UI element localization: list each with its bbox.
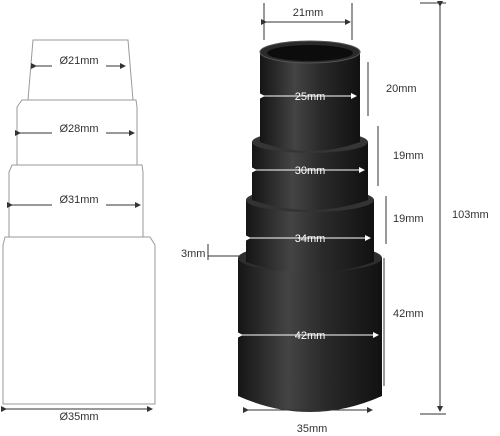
- label-top-width: 21mm: [293, 7, 324, 19]
- label-inner-34: 34mm: [295, 233, 326, 245]
- label-wall: 3mm: [181, 248, 205, 260]
- label-inner-25: 25mm: [295, 91, 326, 103]
- label-bottom-width: 35mm: [297, 423, 328, 435]
- left-labels: Ø21mm Ø28mm Ø31mm Ø35mm: [52, 54, 106, 424]
- label-d21: Ø21mm: [59, 55, 98, 67]
- label-d35: Ø35mm: [59, 411, 98, 423]
- label-step-19a: 19mm: [393, 150, 424, 162]
- label-inner-30: 30mm: [295, 165, 326, 177]
- outline-section-35: [2, 236, 156, 405]
- label-d31: Ø31mm: [59, 194, 98, 206]
- right-labels: 21mm 35mm 25mm 30mm 34mm 42mm 20mm 19mm …: [181, 7, 489, 435]
- label-inner-42: 42mm: [295, 330, 326, 342]
- inner-diameter-arrows: [237, 93, 379, 338]
- label-step-20: 20mm: [386, 83, 417, 95]
- left-outline-drawing: [2, 39, 156, 405]
- label-step-42: 42mm: [393, 308, 424, 320]
- label-step-19b: 19mm: [393, 213, 424, 225]
- label-d28: Ø28mm: [59, 123, 98, 135]
- outline-section-21: [27, 39, 134, 101]
- right-dimension-arrows: [207, 1, 446, 415]
- label-total-height: 103mm: [452, 209, 489, 221]
